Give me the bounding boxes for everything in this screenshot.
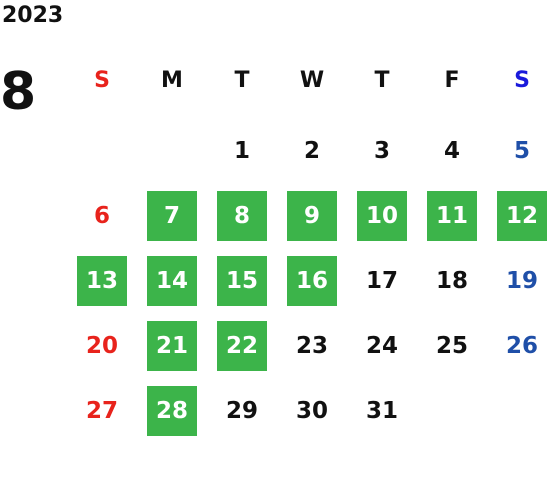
calendar-day-28[interactable]: 28 bbox=[147, 386, 197, 436]
calendar-day-5[interactable]: 5 bbox=[513, 138, 530, 164]
calendar-day-22[interactable]: 22 bbox=[217, 321, 267, 371]
calendar-day-12[interactable]: 12 bbox=[497, 191, 547, 241]
calendar-day-10[interactable]: 10 bbox=[357, 191, 407, 241]
calendar-month: 8 bbox=[0, 62, 37, 122]
calendar-year: 2023 bbox=[2, 3, 64, 28]
calendar-day-15[interactable]: 15 bbox=[217, 256, 267, 306]
calendar-day-11[interactable]: 11 bbox=[427, 191, 477, 241]
calendar-day-18[interactable]: 18 bbox=[435, 268, 468, 294]
weekday-header-monday: M bbox=[161, 68, 183, 93]
calendar-day-17[interactable]: 17 bbox=[365, 268, 398, 294]
calendar-day-23[interactable]: 23 bbox=[295, 333, 328, 359]
calendar-day-16[interactable]: 16 bbox=[287, 256, 337, 306]
weekday-header-wednesday: W bbox=[299, 68, 325, 93]
calendar-day-14[interactable]: 14 bbox=[147, 256, 197, 306]
calendar-day-19[interactable]: 19 bbox=[505, 268, 538, 294]
calendar-day-29[interactable]: 29 bbox=[225, 398, 258, 424]
weekday-header-saturday: S bbox=[514, 68, 530, 93]
calendar-day-1[interactable]: 1 bbox=[233, 138, 250, 164]
weekday-header-thursday: T bbox=[374, 68, 390, 93]
calendar-day-30[interactable]: 30 bbox=[295, 398, 328, 424]
calendar-day-27[interactable]: 27 bbox=[85, 398, 118, 424]
calendar-day-21[interactable]: 21 bbox=[147, 321, 197, 371]
weekday-header-sunday: S bbox=[94, 68, 110, 93]
calendar-day-7[interactable]: 7 bbox=[147, 191, 197, 241]
calendar-day-20[interactable]: 20 bbox=[85, 333, 118, 359]
calendar-day-13[interactable]: 13 bbox=[77, 256, 127, 306]
weekday-header-tuesday: T bbox=[234, 68, 250, 93]
weekday-header-friday: F bbox=[444, 68, 460, 93]
calendar-day-26[interactable]: 26 bbox=[505, 333, 538, 359]
calendar-day-25[interactable]: 25 bbox=[435, 333, 468, 359]
calendar-day-31[interactable]: 31 bbox=[365, 398, 398, 424]
calendar-day-4[interactable]: 4 bbox=[443, 138, 460, 164]
calendar-day-2[interactable]: 2 bbox=[303, 138, 320, 164]
calendar-day-3[interactable]: 3 bbox=[373, 138, 390, 164]
calendar-day-8[interactable]: 8 bbox=[217, 191, 267, 241]
calendar-day-9[interactable]: 9 bbox=[287, 191, 337, 241]
calendar-day-6[interactable]: 6 bbox=[93, 203, 110, 229]
calendar-day-24[interactable]: 24 bbox=[365, 333, 398, 359]
